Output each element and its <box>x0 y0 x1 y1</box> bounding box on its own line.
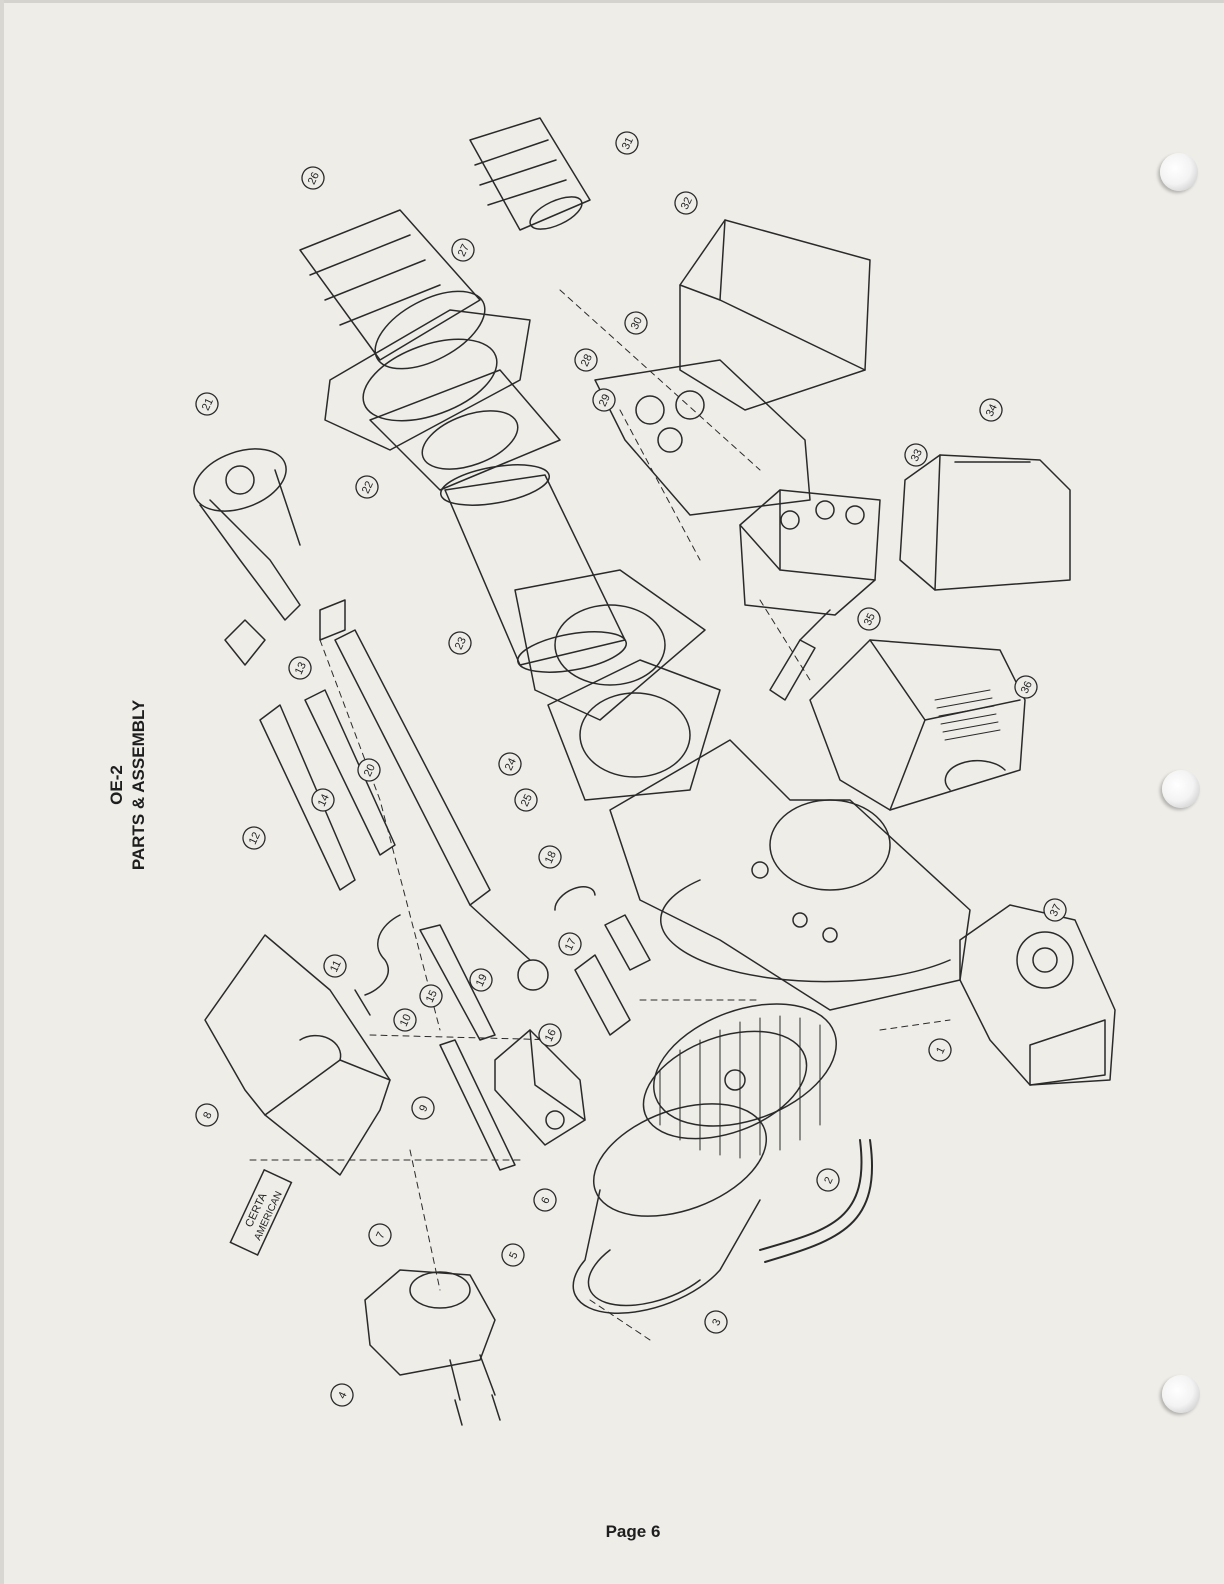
part-burner-housing <box>610 740 970 1010</box>
callout-36: 36 <box>1011 672 1040 701</box>
callout-16: 16 <box>535 1020 564 1049</box>
callout-10: 10 <box>390 1005 419 1034</box>
callout-1: 1 <box>925 1035 954 1064</box>
callout-layer: 1234567891011121314151617181920212223242… <box>192 128 1069 1409</box>
part-fuel-pump <box>365 1270 500 1425</box>
callout-21: 21 <box>192 389 221 418</box>
section-name: PARTS & ASSEMBLY <box>128 700 150 870</box>
part-blower-wheel <box>629 981 853 1159</box>
callout-5: 5 <box>498 1240 527 1269</box>
callout-8: 8 <box>192 1100 221 1129</box>
part-primary-control <box>900 455 1070 590</box>
part-mounting-flange <box>515 570 720 800</box>
callout-37: 37 <box>1040 895 1069 924</box>
callout-28: 28 <box>571 345 600 374</box>
callout-18: 18 <box>535 842 564 871</box>
part-air-band <box>325 310 560 490</box>
callout-17: 17 <box>555 929 584 958</box>
callout-15: 15 <box>416 981 445 1010</box>
part-control-cover <box>810 640 1025 810</box>
callout-9: 9 <box>408 1093 437 1122</box>
part-air-cone <box>300 210 497 385</box>
callout-14: 14 <box>308 785 337 814</box>
callout-4: 4 <box>327 1380 356 1409</box>
part-ignition-transformer <box>680 220 870 410</box>
callout-24: 24 <box>495 749 524 778</box>
part-transformer-terminal <box>770 610 830 700</box>
callout-35: 35 <box>854 604 883 633</box>
callout-13: 13 <box>285 653 314 682</box>
callout-19: 19 <box>466 965 495 994</box>
page-number: Page 6 <box>606 1522 661 1542</box>
callout-22: 22 <box>352 472 381 501</box>
callout-26: 26 <box>298 163 327 192</box>
part-electrode-assembly <box>260 600 548 1170</box>
callout-20: 20 <box>354 755 383 784</box>
callout-34: 34 <box>976 395 1005 424</box>
section-code: OE-2 <box>106 700 128 870</box>
part-housing-cover <box>205 935 390 1175</box>
binder-hole-bottom <box>1162 1375 1200 1413</box>
part-oil-line <box>355 915 400 1015</box>
callout-2: 2 <box>813 1165 842 1194</box>
part-conduit <box>760 1140 872 1262</box>
callout-23: 23 <box>445 628 474 657</box>
callout-27: 27 <box>448 235 477 264</box>
callout-25: 25 <box>511 785 540 814</box>
part-retention-head <box>185 437 300 620</box>
callout-11: 11 <box>320 951 349 980</box>
brand-plate: CERTA AMERICAN <box>230 1170 291 1255</box>
part-cad-cell <box>555 887 650 1035</box>
part-adapter-block <box>495 1030 585 1145</box>
callout-6: 6 <box>530 1185 559 1214</box>
callout-31: 31 <box>612 128 641 157</box>
callout-32: 32 <box>671 188 700 217</box>
callout-30: 30 <box>621 308 650 337</box>
part-electrode-clamp <box>225 620 265 665</box>
binder-hole-middle <box>1162 770 1200 808</box>
callout-12: 12 <box>239 823 268 852</box>
section-title: OE-2 PARTS & ASSEMBLY <box>106 700 150 870</box>
part-collar <box>470 118 590 236</box>
part-junction-box <box>740 490 880 615</box>
part-air-shutter-assembly <box>960 905 1115 1085</box>
callout-3: 3 <box>701 1307 730 1336</box>
binder-hole-top <box>1160 153 1198 191</box>
callout-7: 7 <box>365 1220 394 1249</box>
assembly-guide-lines <box>250 290 950 1340</box>
part-motor <box>573 1082 781 1313</box>
callout-29: 29 <box>589 385 618 414</box>
